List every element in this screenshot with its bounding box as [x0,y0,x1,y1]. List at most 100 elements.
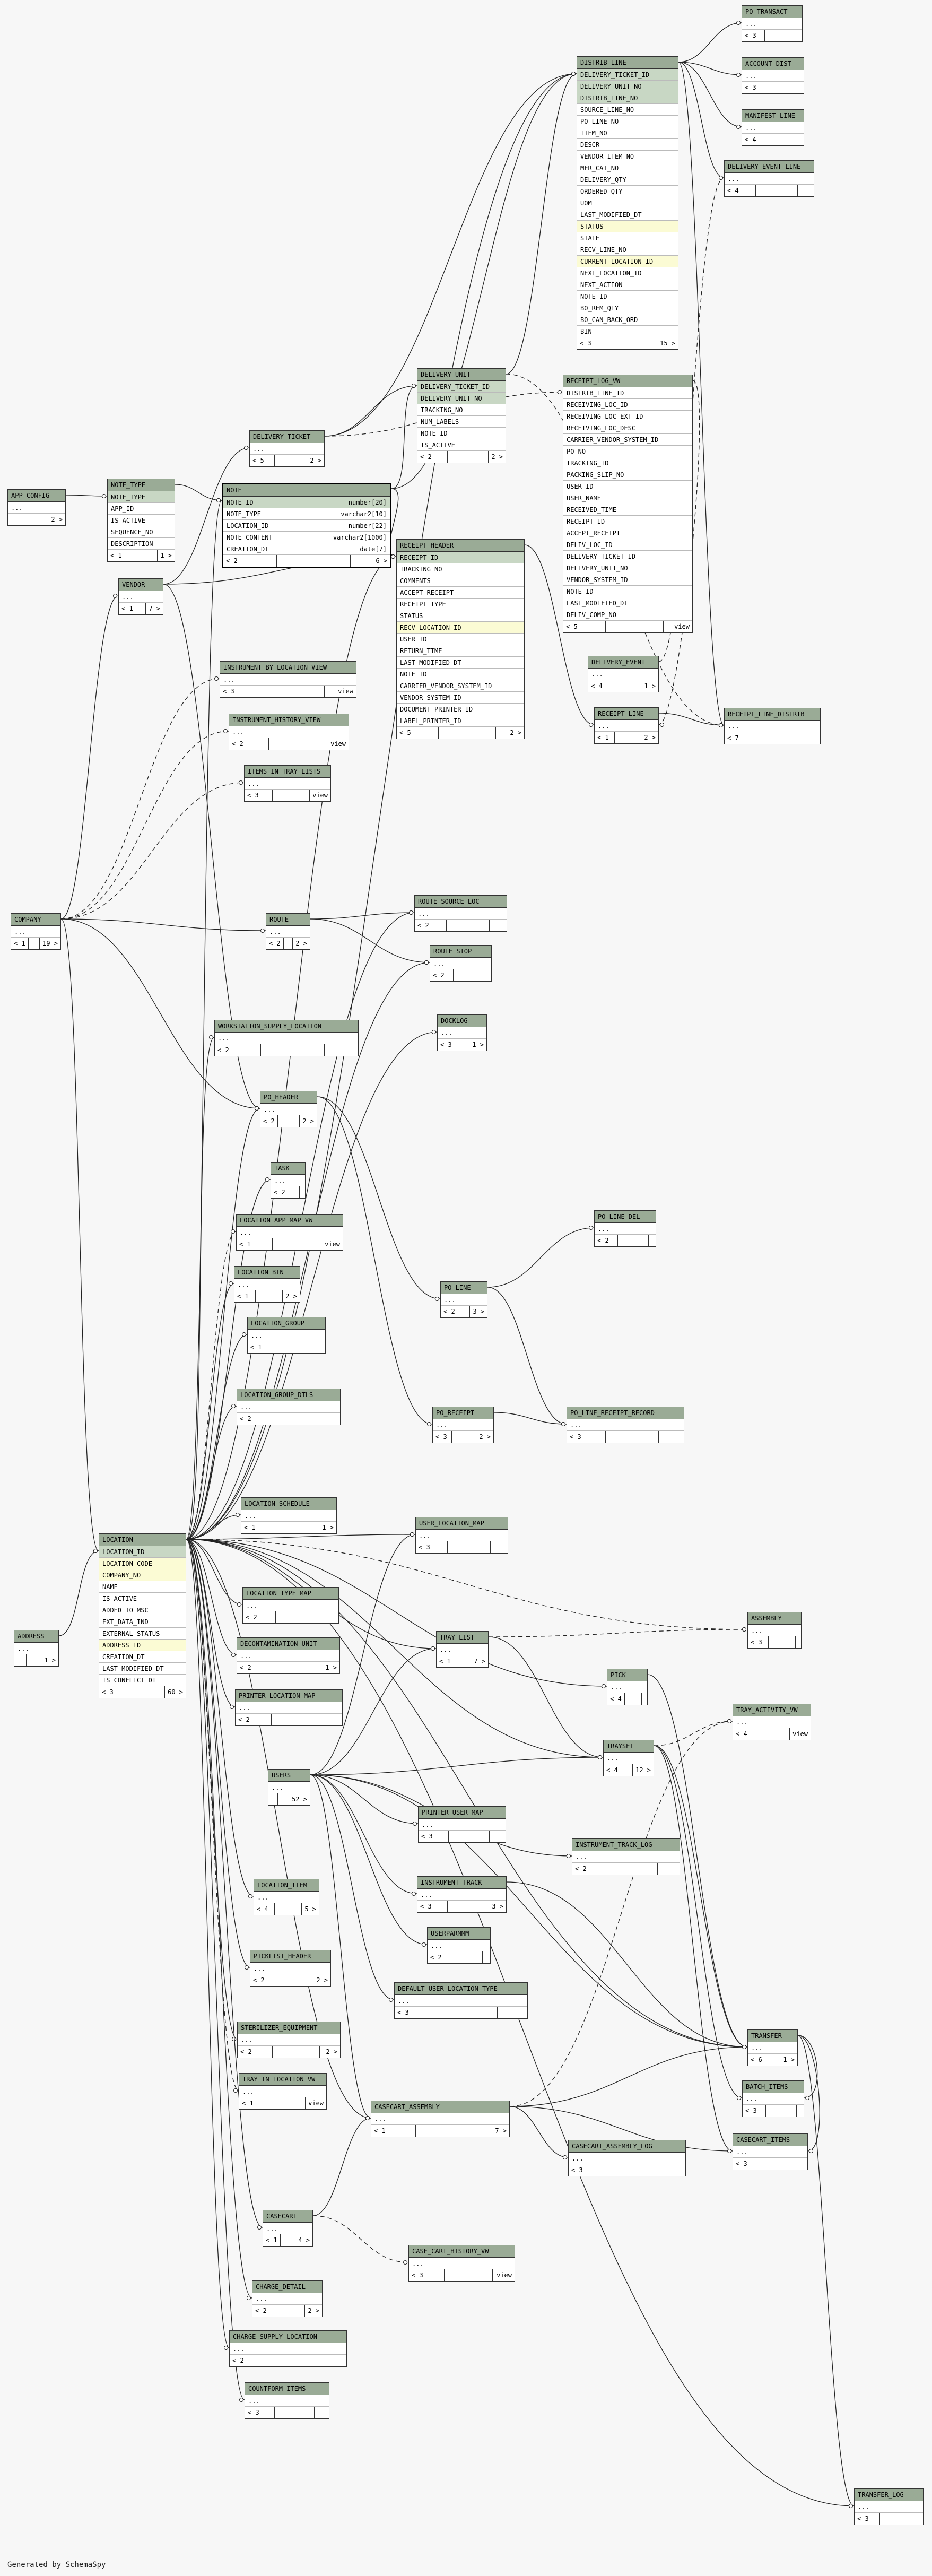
table-assembly[interactable]: ASSEMBLY...< 3 [747,1612,802,1649]
table-printer-user-map[interactable]: PRINTER_USER_MAP...< 3 [418,1806,506,1843]
table-casecart-assembly-log[interactable]: CASECART_ASSEMBLY_LOG...< 3 [568,2140,686,2176]
table-name: PO_LINE [441,1282,487,1294]
table-charge-supply-location[interactable]: CHARGE_SUPPLY_LOCATION...< 2 [229,2330,347,2367]
table-location-group-dtls[interactable]: LOCATION_GROUP_DTLS...< 2 [237,1389,341,1425]
table-printer-location-map[interactable]: PRINTER_LOCATION_MAP...< 2 [235,1689,343,1726]
table-user-location-map[interactable]: USER_LOCATION_MAP...< 3 [415,1517,508,1554]
parent-count: < 1 [437,1655,454,1667]
table-app-config[interactable]: APP_CONFIG...2 > [7,489,66,526]
row-count [273,1238,321,1250]
table-manifest-line[interactable]: MANIFEST_LINE...< 4 [742,109,804,146]
table-route-source-loc[interactable]: ROUTE_SOURCE_LOC...< 2 [414,895,507,932]
column-row: ... [229,726,349,738]
table-footer: < 2 [572,1863,680,1875]
column-name: RETURN_TIME [400,647,442,655]
relationship-line [163,584,260,1109]
table-footer: < 2 [428,1951,490,1963]
table-address[interactable]: ADDRESS...1 > [14,1630,59,1667]
relationship-line [186,1539,230,2348]
table-po-line-receipt-record[interactable]: PO_LINE_RECEIPT_RECORD...< 3 [567,1407,684,1443]
table-location-type-map[interactable]: LOCATION_TYPE_MAP...< 2 [242,1587,339,1624]
table-workstation-supply-location[interactable]: WORKSTATION_SUPPLY_LOCATION...< 2 [214,1020,359,1056]
column-name: IS_CONFLICT_DT [102,1677,156,1684]
column-row: ... [8,502,65,514]
column-row: USER_ID [563,481,692,492]
column-name: ... [241,2036,252,2044]
table-default-user-location-type[interactable]: DEFAULT_USER_LOCATION_TYPE...< 3 [394,1982,528,2019]
many-end-marker [432,1030,436,1034]
parent-count: < 1 [237,1238,273,1250]
table-location-group[interactable]: LOCATION_GROUP...< 1 [247,1317,326,1354]
table-route-stop[interactable]: ROUTE_STOP...< 2 [430,945,492,982]
relationship-line [509,1721,733,2107]
table-instrument-track-log[interactable]: INSTRUMENT_TRACK_LOG...< 2 [572,1838,680,1875]
table-task[interactable]: TASK...< 2 [271,1162,306,1199]
table-userparmmm[interactable]: USERPARMMM...< 2 [427,1927,491,1964]
table-account-dist[interactable]: ACCOUNT_DIST...< 3 [742,57,804,94]
parent-count: < 1 [234,1290,256,1302]
table-transfer-log[interactable]: TRANSFER_LOG...< 3 [854,2488,924,2525]
table-receipt-line-distrib[interactable]: RECEIPT_LINE_DISTRIB...< 7 [724,708,821,744]
column-row: ... [748,1625,801,1636]
column-row: ... [409,2258,515,2269]
table-pick[interactable]: PICK...< 4 [607,1669,648,1705]
relationship-line [186,1539,237,1655]
table-footer: < 1 [248,1341,325,1353]
column-name: VENDOR_SYSTEM_ID [567,576,628,584]
table-countform-items[interactable]: COUNTFORM_ITEMS...< 3 [245,2382,329,2419]
child-count [484,969,491,981]
many-end-marker [224,2346,228,2350]
table-po-line-del[interactable]: PO_LINE_DEL...< 2 [594,1210,656,1247]
table-batch-items[interactable]: BATCH_ITEMS...< 3 [742,2080,804,2117]
parent-count: < 3 [748,1636,769,1648]
column-name: ... [251,1332,263,1339]
child-count: 12 > [635,1766,651,1774]
parent-count: < 2 [236,1714,272,1725]
table-casecart-items[interactable]: CASECART_ITEMS...< 3 [733,2133,808,2170]
table-users[interactable]: USERS...52 > [268,1769,310,1806]
table-po-transact[interactable]: PO_TRANSACT...< 3 [742,5,803,42]
table-delivery-event-line[interactable]: DELIVERY_EVENT_LINE...< 4 [724,160,814,197]
